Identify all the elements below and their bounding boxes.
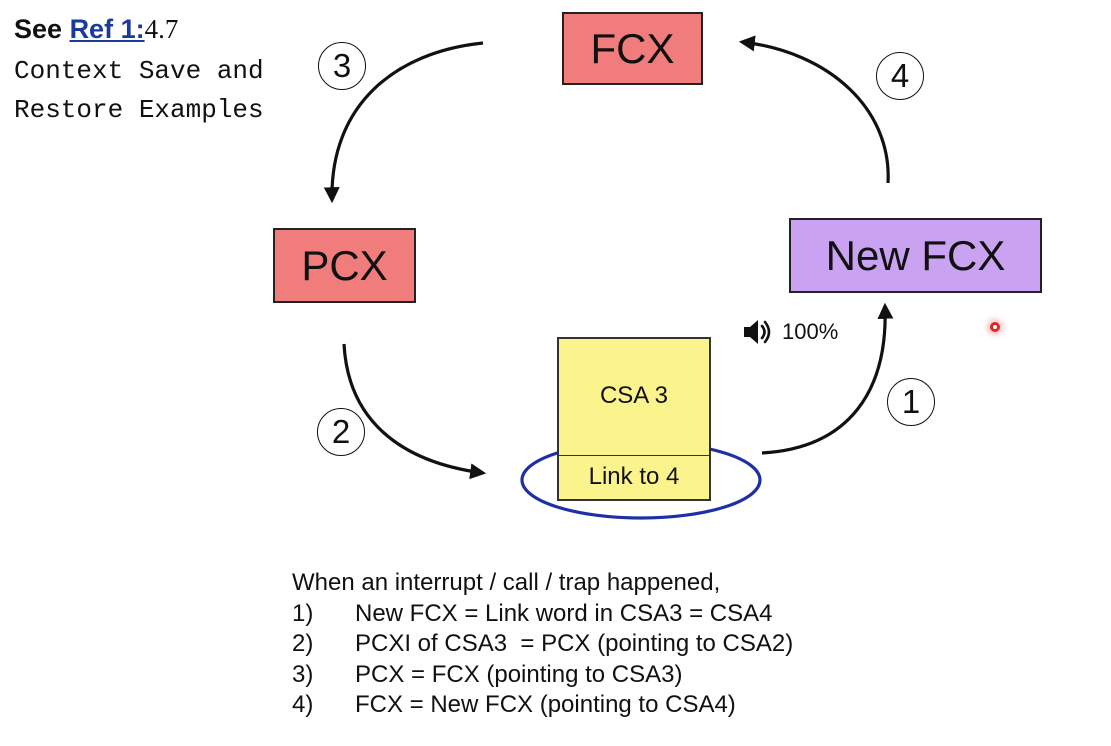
reference-header: See Ref 1:4.7	[14, 14, 178, 45]
step-2-circle: 2	[317, 408, 365, 456]
description-item: 1) New FCX = Link word in CSA3 = CSA4	[292, 599, 793, 630]
arrow-step-1	[761, 302, 894, 455]
item-number: 4)	[292, 691, 314, 718]
arrow-step-4	[738, 35, 890, 184]
description-item: 2) PCXI of CSA3 = PCX (pointing to CSA2)	[292, 629, 793, 660]
fcx-label: FCX	[590, 24, 675, 72]
description-intro-text: When an interrupt / call / trap happened…	[292, 569, 721, 596]
item-text: FCX = New FCX (pointing to CSA4)	[355, 691, 736, 718]
step-1-circle: 1	[887, 378, 935, 426]
arrow-step-3	[323, 41, 484, 204]
pcx-box: PCX	[273, 228, 416, 303]
pcx-label: PCX	[301, 241, 388, 289]
speaker-icon	[744, 320, 771, 344]
item-number: 1)	[292, 599, 314, 627]
csa3-link-word: Link to 4	[588, 463, 680, 490]
description-intro: When an interrupt / call / trap happened…	[292, 568, 793, 599]
step-4-circle: 4	[876, 52, 924, 100]
volume-indicator: 100%	[742, 318, 838, 346]
ref-section: 4.7	[144, 14, 179, 44]
item-number: 2)	[292, 630, 314, 657]
item-text: PCX = FCX (pointing to CSA3)	[355, 660, 683, 688]
ref-title-line-2: Restore Examples	[14, 95, 264, 125]
item-text: New FCX = Link word in CSA3 = CSA4	[355, 599, 773, 627]
description-block: When an interrupt / call / trap happened…	[292, 568, 793, 721]
volume-label: 100%	[782, 319, 839, 344]
cursor-pointer-dot	[990, 322, 1000, 332]
fcx-box: FCX	[562, 12, 703, 85]
new-fcx-label: New FCX	[825, 231, 1006, 279]
item-text: PCXI of CSA3 = PCX (pointing to CSA2)	[355, 630, 794, 657]
csa3-title: CSA 3	[599, 382, 669, 409]
arrow-step-2	[342, 343, 487, 480]
description-item: 4) FCX = New FCX (pointing to CSA4)	[292, 690, 793, 721]
item-number: 3)	[292, 660, 314, 688]
csa3-box: CSA 3 Link to 4	[557, 337, 711, 501]
new-fcx-box: New FCX	[789, 218, 1042, 293]
ref-link[interactable]: Ref 1:	[69, 14, 145, 44]
csa3-divider	[559, 455, 709, 456]
see-label: See	[14, 14, 63, 44]
ref-title-line-1: Context Save and	[14, 56, 264, 86]
description-item: 3) PCX = FCX (pointing to CSA3)	[292, 660, 793, 691]
step-3-circle: 3	[318, 42, 366, 90]
